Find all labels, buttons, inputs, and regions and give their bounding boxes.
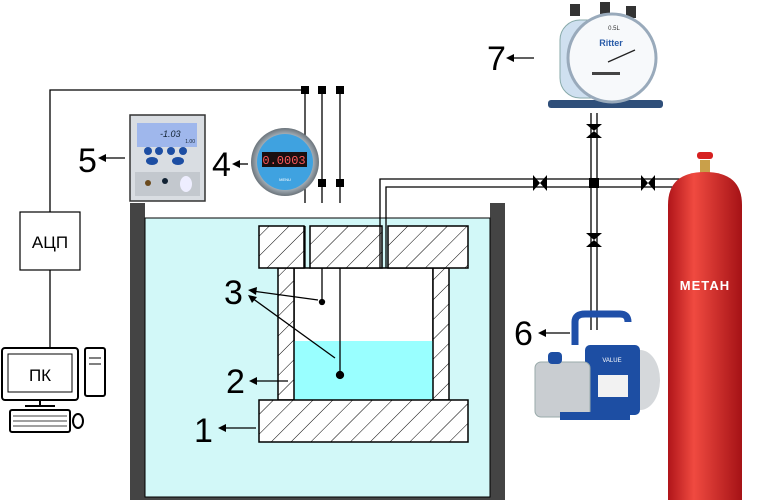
gas-pipes	[379, 113, 690, 330]
cylinder-label: МЕТАН	[680, 278, 730, 293]
pressure-readout: 0.0003	[262, 154, 305, 168]
vacuum-pump: VALUE	[534, 310, 660, 420]
controller-main-readout: -1.03	[160, 129, 181, 139]
vessel-lid-middle	[309, 225, 383, 269]
methane-cylinder: МЕТАН	[668, 152, 742, 500]
pipe-junction	[589, 178, 599, 188]
label-7: 7	[487, 40, 506, 78]
sensor-terminals	[301, 86, 344, 187]
label-6: 6	[514, 315, 533, 353]
label-5: 5	[78, 142, 97, 180]
label-2: 2	[226, 363, 245, 401]
vessel-lid-right	[387, 225, 469, 269]
pressure-menu-button: MENU	[279, 177, 291, 182]
callouts: 7 5 4 3 6 2 1	[78, 40, 570, 450]
keyboard-keys	[13, 415, 67, 427]
valve-icon	[533, 175, 547, 191]
gas-meter-brand: Ritter	[599, 38, 623, 48]
pc-label: ПК	[29, 366, 51, 385]
valve-icon	[586, 233, 602, 247]
gas-meter: Ritter 0.5L	[548, 2, 663, 108]
label-4: 4	[212, 146, 231, 184]
valve-icon	[641, 175, 655, 191]
reactor-vessel	[258, 225, 469, 443]
temperature-controller: -1.03 1.00	[129, 114, 206, 202]
computer: ПК	[1, 347, 106, 433]
adc-label: АЦП	[32, 233, 68, 252]
probes	[304, 226, 345, 380]
pump-brand: VALUE	[602, 358, 621, 364]
adc-box: АЦП	[19, 211, 81, 271]
pressure-transducer: 0.0003 MENU	[251, 128, 319, 196]
liquid-phase	[294, 341, 433, 400]
valves	[533, 124, 655, 247]
controller-side-readout: 1.00	[185, 139, 195, 145]
vessel-bottom	[258, 399, 469, 443]
label-3: 3	[224, 274, 243, 312]
gas-meter-scale: 0.5L	[608, 26, 620, 32]
vessel-lid-left	[258, 225, 305, 269]
label-1: 1	[194, 412, 213, 450]
valve-icon	[586, 124, 602, 138]
